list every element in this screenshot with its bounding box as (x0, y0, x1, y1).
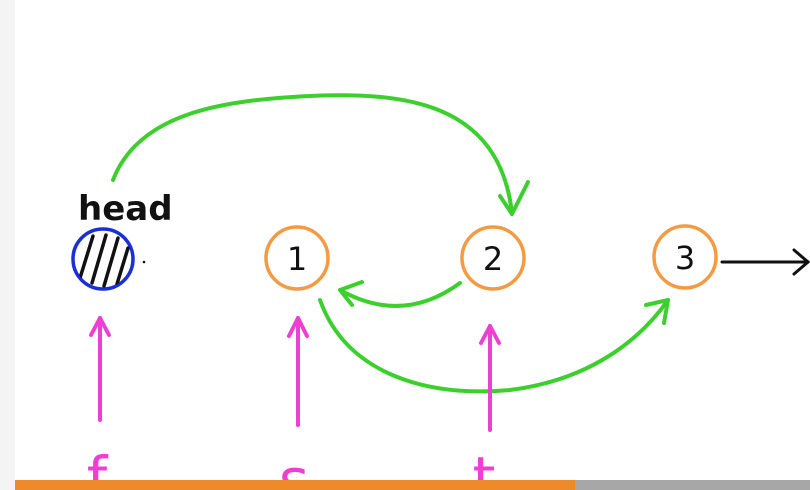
pink-pointer-arrow-t (479, 324, 501, 432)
left-margin-strip (0, 0, 15, 490)
pointer-label-t: t (473, 444, 496, 490)
node-1-label: 1 (287, 240, 307, 278)
pointer-label-f: f (87, 444, 109, 490)
node-2-label: 2 (483, 240, 503, 278)
head-node (71, 227, 146, 291)
green-arrow-head-to-2 (111, 93, 530, 216)
green-arrow-2-to-1 (338, 280, 462, 308)
pink-pointer-arrow-f (89, 316, 111, 422)
node-3: 3 (652, 224, 718, 290)
pink-pointer-arrow-s (287, 316, 309, 427)
video-progress-bar[interactable] (15, 480, 810, 490)
node-3-label: 3 (675, 239, 695, 277)
next-arrow-black (720, 248, 810, 276)
green-arrow-1-to-3 (318, 298, 670, 394)
node-1: 1 (264, 225, 330, 291)
node-2: 2 (460, 225, 526, 291)
head-label: head (78, 189, 173, 229)
video-progress-fill (15, 480, 576, 490)
